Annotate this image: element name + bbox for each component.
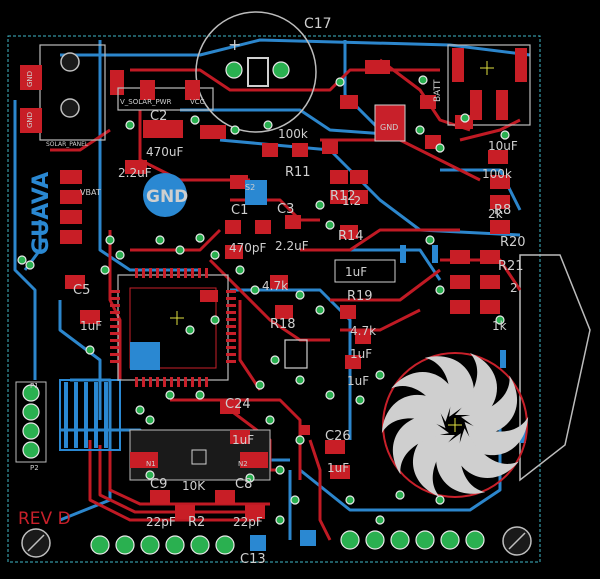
ground-pour-left (59, 379, 121, 451)
label-c5: C5 (73, 283, 90, 298)
label-r18: R18 (270, 317, 296, 332)
mount-hole-left-slash (27, 534, 45, 552)
net-n2: N2 (238, 460, 248, 468)
label-c17: C17 (304, 16, 332, 32)
c17-plus-sign: + (228, 35, 241, 54)
value-2: 2 (510, 281, 518, 295)
label-c24: C24 (225, 397, 251, 412)
net-p2: P2 (30, 464, 39, 472)
blue-bar-1 (400, 245, 406, 263)
value-22pf-a: 22pF (146, 515, 176, 529)
value-1uf-f: 1uF (327, 461, 349, 475)
vias (17, 75, 510, 525)
revision-label: REV D (18, 509, 71, 529)
gnd-pad[interactable] (143, 173, 187, 217)
jumper-pad-1 (140, 80, 155, 100)
net-p1: P1 (30, 382, 39, 390)
value-10k: 10K (182, 479, 206, 493)
value-1uf-e: 1uF (232, 433, 254, 447)
label-c8: C8 (235, 477, 252, 492)
net-solar-panel: SOLAR_PANEL (46, 141, 89, 148)
jumper-pad-2 (185, 80, 200, 100)
label-c3: C3 (277, 202, 294, 217)
net-batt: BATT (433, 79, 443, 102)
label-r11: R11 (285, 165, 311, 180)
label-c26: C26 (325, 429, 351, 444)
blue-bar-3 (500, 350, 506, 368)
value-470pf: 470pF (229, 241, 267, 255)
power-jumper-box[interactable] (117, 87, 214, 111)
value-22pf-b: 22pF (233, 515, 263, 529)
label-r2: R2 (188, 515, 205, 530)
value-100k-a: 100k (278, 127, 308, 141)
value-1k: 1k (492, 319, 507, 333)
value-1-2: 1.2 (342, 194, 361, 208)
label-c1: C1 (231, 203, 248, 218)
crosshair-markers (170, 61, 494, 432)
blue-bar-2 (432, 245, 438, 263)
net-n1: N1 (146, 460, 156, 468)
label-r14: R14 (338, 229, 364, 244)
solar-connector[interactable] (20, 44, 124, 141)
net-gnd-2: GND (26, 71, 34, 87)
net-gnd-big: GND (146, 187, 188, 207)
c17-pad-minus (272, 61, 290, 79)
net-vcc: VCC (190, 98, 205, 106)
value-1uf-d: 1uF (347, 374, 369, 388)
value-4-7k-b: 4.7k (350, 324, 376, 338)
value-1uf-a: 1uF (345, 265, 367, 279)
label-c2: C2 (150, 109, 167, 124)
label-r20: R20 (500, 235, 526, 250)
c17-pad-plus (225, 61, 243, 79)
mcu-pins (110, 268, 236, 387)
net-gnd-3: GND (26, 112, 34, 128)
net-v-solar-pwr: V_SOLAR_PWR (120, 98, 172, 106)
net-gnd-1: GND (380, 123, 398, 132)
battery-connector[interactable] (447, 44, 531, 126)
value-2k: 2k (488, 207, 503, 221)
value-470uf: 470uF (146, 145, 184, 159)
swirl-logo (381, 352, 529, 498)
value-100k-b: 100k (482, 167, 512, 181)
label-r8: R8 (494, 203, 511, 218)
net-vbat: VBAT (80, 188, 101, 197)
mount-hole-right-slash (508, 532, 526, 550)
guava-vertical-text: GUAVA (29, 172, 54, 255)
c17-body (247, 57, 269, 87)
bottom-header-right[interactable] (340, 530, 485, 550)
label-r12: R12 (330, 189, 356, 204)
left-header[interactable] (15, 381, 47, 463)
label-c9: C9 (150, 477, 167, 492)
mcu-bottom-pad (130, 342, 160, 370)
net-s2: S2 (245, 183, 255, 192)
bottom-header-left[interactable] (90, 535, 235, 555)
smd-parts[interactable] (60, 60, 510, 551)
pour-hatch (64, 382, 108, 448)
value-1uf-b: 1uF (80, 319, 102, 333)
value-2-2uf-a: 2.2uF (118, 166, 152, 180)
value-4-7k-a: 4.7k (262, 279, 288, 293)
value-2-2uf-b: 2.2uF (275, 239, 309, 253)
label-c13: C13 (240, 552, 266, 567)
label-r21: R21 (498, 259, 524, 274)
value-10uf: 10uF (488, 139, 518, 153)
value-1uf-c: 1uF (350, 347, 372, 361)
label-r19: R19 (347, 289, 373, 304)
c17-outline[interactable] (195, 11, 317, 133)
